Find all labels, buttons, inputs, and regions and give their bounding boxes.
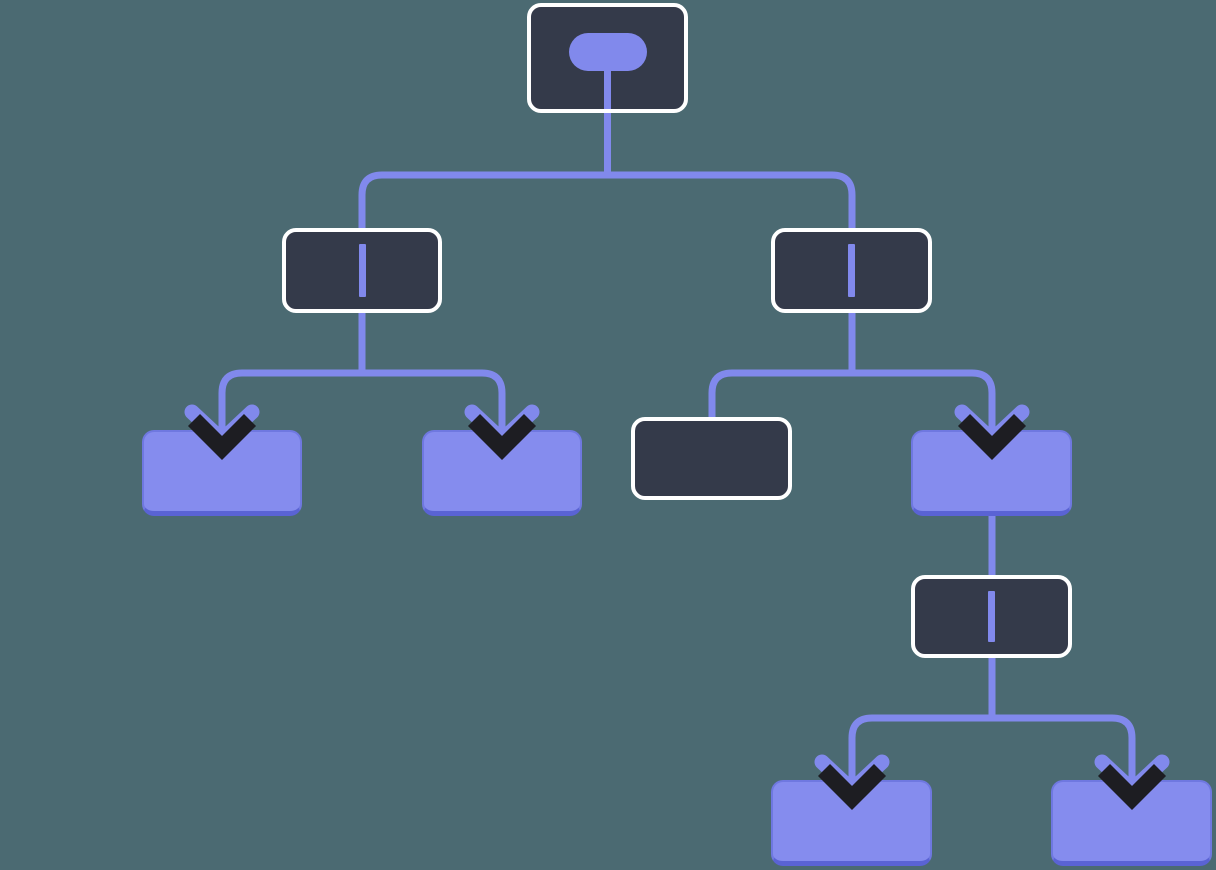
leaf-node-2[interactable]: [422, 430, 582, 516]
level3-dark-node[interactable]: [911, 575, 1072, 658]
level1-right-node[interactable]: [771, 228, 932, 313]
through-line: [848, 244, 855, 297]
leaf-node-4[interactable]: [1051, 780, 1212, 866]
leaf-node-1[interactable]: [142, 430, 302, 516]
root-pill-badge: [568, 33, 647, 71]
root-node[interactable]: [527, 3, 688, 113]
level1-left-node[interactable]: [282, 228, 442, 313]
through-line: [988, 591, 995, 642]
branch-node[interactable]: [911, 430, 1072, 516]
root-pill-stem: [604, 65, 611, 109]
dark-terminal-node[interactable]: [631, 417, 792, 500]
leaf-node-3[interactable]: [771, 780, 932, 866]
through-line: [358, 244, 366, 297]
